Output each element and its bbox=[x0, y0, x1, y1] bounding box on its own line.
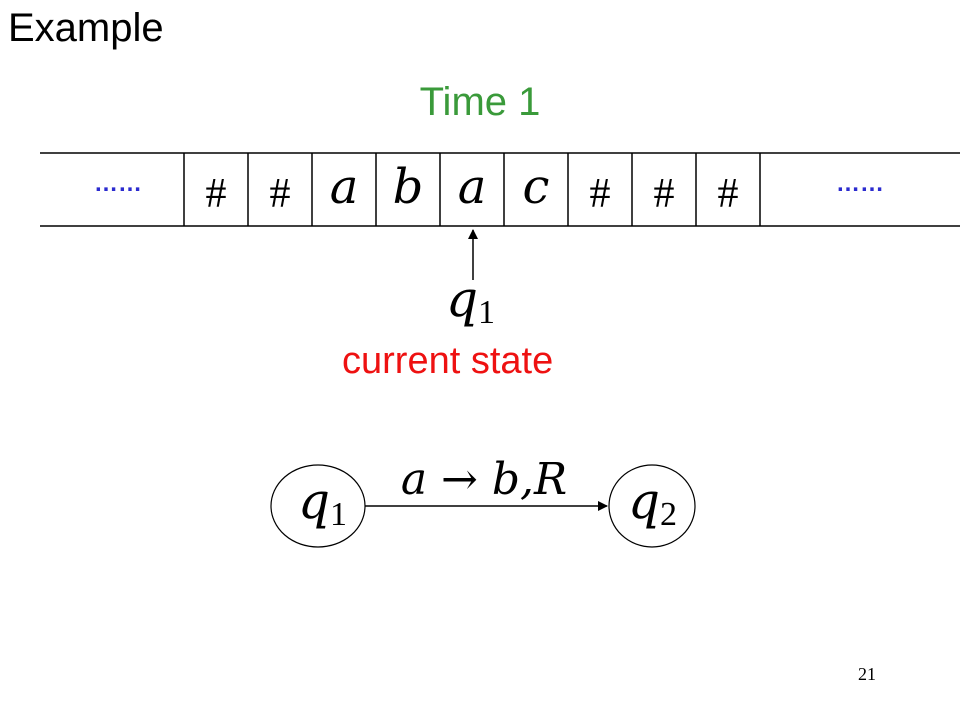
state-q1-letter: q bbox=[298, 472, 330, 530]
tape-cell-symbol: c bbox=[523, 159, 550, 215]
tape-cell-symbol: a bbox=[330, 159, 359, 215]
head-state-letter: q bbox=[446, 270, 478, 328]
tape-cell-symbol: # bbox=[270, 171, 291, 217]
tape-cell-symbol: a bbox=[458, 159, 487, 215]
state-q1-subscript: 1 bbox=[330, 496, 347, 533]
state-q1-label: q1 bbox=[298, 472, 347, 533]
state-q2-label: q2 bbox=[628, 472, 677, 533]
time-label-text: Time 1 bbox=[419, 80, 541, 124]
tape-left-dots: …… bbox=[94, 170, 142, 197]
time-label: Time 1 bbox=[0, 80, 960, 125]
transition-label: a → b,R bbox=[401, 454, 567, 505]
state-q2-node bbox=[608, 464, 696, 548]
tape-head: q1 bbox=[446, 229, 495, 331]
state-q2-subscript: 2 bbox=[660, 496, 677, 533]
tape-cell-symbol: # bbox=[654, 171, 675, 217]
current-state-label: current state bbox=[342, 340, 554, 382]
page-number: 21 bbox=[858, 664, 876, 684]
slide-title: Example bbox=[8, 6, 164, 50]
head-state-subscript: 1 bbox=[478, 294, 495, 331]
tape-right-dots: …… bbox=[836, 170, 884, 197]
transition-diagram: q1 q2 a → b,R bbox=[270, 454, 696, 548]
tape-cell-symbol: # bbox=[718, 171, 739, 217]
tape-cell-symbol: # bbox=[590, 171, 611, 217]
tape-cell-symbol: # bbox=[206, 171, 227, 217]
tape-cell-symbol: b bbox=[393, 159, 424, 215]
state-q2-letter: q bbox=[628, 472, 660, 530]
head-state-label: q1 bbox=[446, 270, 495, 331]
